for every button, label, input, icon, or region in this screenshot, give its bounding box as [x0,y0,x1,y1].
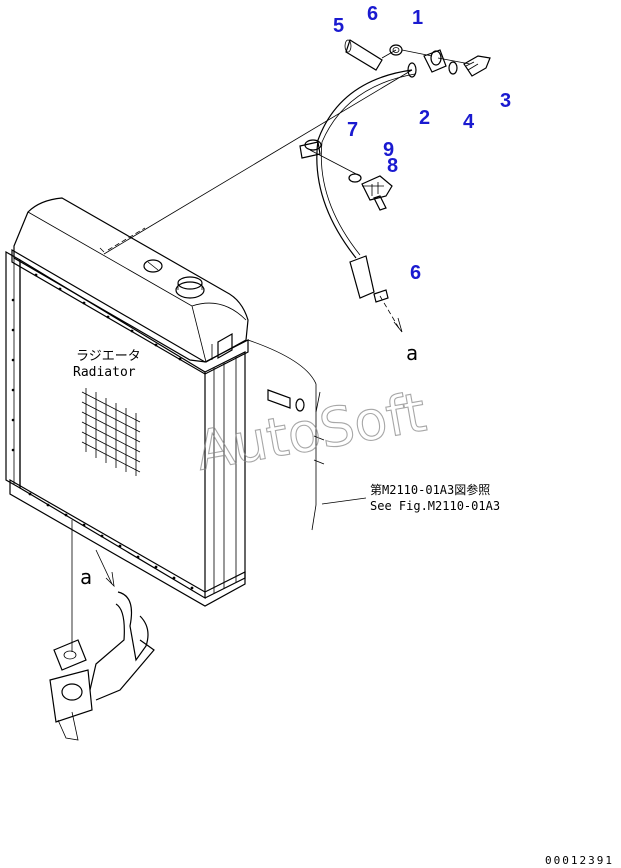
callout-4: 4 [463,111,475,133]
radiator-label-jp: ラジエータ [76,349,141,364]
callout-1: 1 [412,7,423,29]
callout-2: 2 [419,107,430,129]
watermark: AutoSoft [191,380,430,482]
callout-5: 5 [333,15,344,37]
connector-label-top: a [406,341,418,365]
connector-label-bottom: a [80,565,92,589]
callout-6-lower: 6 [410,262,421,284]
radiator-core [5,248,249,607]
callout-numbers: 1 2 3 4 5 6 6 7 8 9 [333,3,511,284]
callout-8: 8 [387,155,398,177]
callout-7: 7 [347,119,358,141]
elbow-fitting [348,49,491,211]
callout-9: 9 [383,139,394,161]
radiator-top-tank [13,197,249,363]
overflow-hose [299,39,416,303]
figure-code: 00012391 [545,854,614,867]
reference-label-en: See Fig.M2110-01A3 [370,499,500,513]
callout-3: 3 [500,90,511,112]
reference-label-jp: 第M2110-01A3図参照 [370,482,490,497]
leader-lines [71,49,471,652]
callout-6-upper: 6 [367,3,378,25]
lower-hose-outlet [49,591,155,741]
radiator-label-en: Radiator [73,365,136,380]
